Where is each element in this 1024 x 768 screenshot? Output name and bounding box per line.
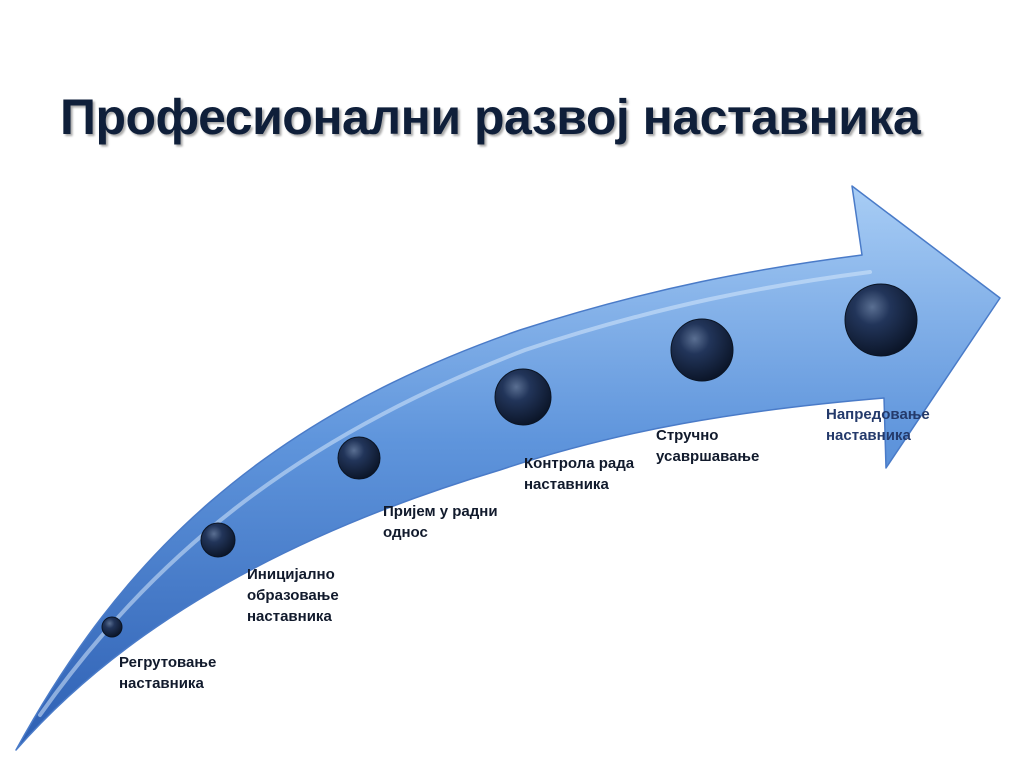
arrow-body bbox=[15, 185, 1001, 751]
step-node-3 bbox=[337, 436, 381, 480]
step-node-6 bbox=[844, 283, 918, 357]
arrow-highlight bbox=[38, 270, 872, 717]
step-label-1: Регрутовање наставника bbox=[119, 654, 217, 692]
step-node-4 bbox=[494, 368, 552, 426]
step-label-3: Пријем у радни однос bbox=[383, 503, 498, 541]
step-label-6: Напредовање наставника bbox=[826, 406, 930, 444]
step-label-4: Контрола рада наставника bbox=[524, 455, 635, 493]
step-node-5 bbox=[670, 318, 734, 382]
step-label-5: Стручно усавршавање bbox=[656, 427, 760, 465]
step-node-2 bbox=[200, 522, 236, 558]
step-node-1 bbox=[101, 616, 123, 638]
page-title: Професионални развој наставника bbox=[60, 89, 921, 145]
step-label-2: Иницијално образовање наставника bbox=[247, 566, 339, 625]
